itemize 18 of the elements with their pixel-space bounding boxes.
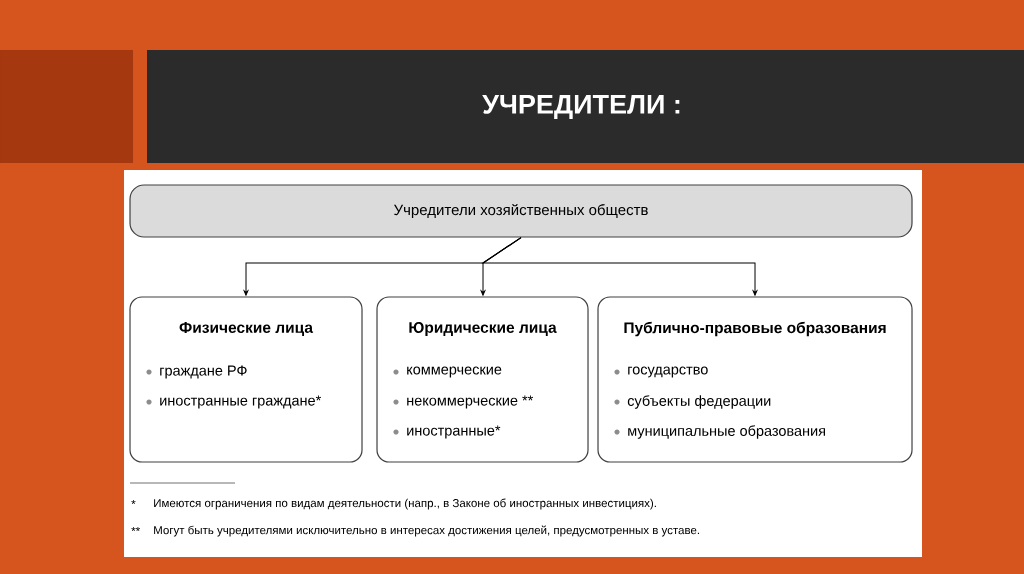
box-heading: Публично-правовые образования <box>624 321 886 337</box>
footnote: Могут быть учредителями исключительно в интересах достижения целей, предусмотренных в уставе. <box>154 525 699 537</box>
footnote-mark: * <box>131 500 136 505</box>
bullet-item: граждане РФ <box>146 365 247 379</box>
bullet-item: иностранные* <box>393 425 501 439</box>
bullet-item: иностранные граждане* <box>146 395 322 409</box>
box-heading: Физические лица <box>179 322 314 336</box>
footnote: Имеются ограничения по видам деятельности (напр., в Законе об иностранных инвестициях). <box>154 498 656 510</box>
arrow <box>482 237 758 296</box>
bullet-item: некоммерческие ** <box>393 395 534 409</box>
bullet-item: субъекты федерации <box>614 395 771 409</box>
header-box: Учредители хозяйственных обществ <box>129 184 913 238</box>
footnote-mark: ** <box>131 527 140 532</box>
bullet-item: муниципальные образования <box>614 425 825 439</box>
title-bar: УЧРЕДИТЕЛИ : <box>147 50 1024 163</box>
box-heading: Юридические лица <box>409 322 557 336</box>
bullet-item: государство <box>614 366 708 378</box>
bullet-item: коммерческие <box>393 366 502 378</box>
